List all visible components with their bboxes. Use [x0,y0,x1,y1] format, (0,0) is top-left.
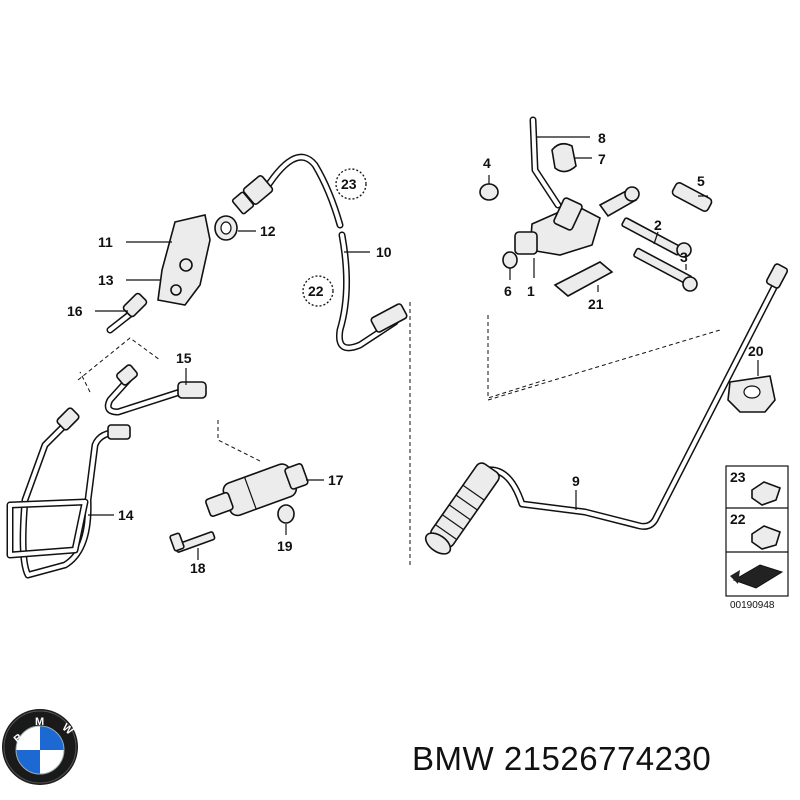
callout-23: 23 [341,176,357,192]
leader-lines [88,136,759,560]
part-number: 21526774230 [503,740,712,777]
callout-17: 17 [328,472,344,488]
master-cylinder-1 [479,116,713,297]
legend-label-22: 22 [730,511,746,527]
logo-letter-m: M [35,716,44,728]
callout-19: 19 [277,538,293,554]
clip-20 [727,375,776,413]
hose-assembly-10 [231,153,408,352]
callout-11: 11 [98,234,113,250]
legend-box: 23 22 [725,465,789,597]
callout-circle-23 [335,168,367,200]
clip-22-icon [751,525,781,550]
callout-4: 4 [483,155,491,171]
callout-18: 18 [190,560,206,576]
callout-1: 1 [527,283,535,299]
diagram-code: 00190948 [730,600,775,611]
callout-circle-22 [302,275,334,307]
callout-12: 12 [260,223,276,239]
hose-connector-9 [424,462,500,555]
legend-label-23: 23 [730,469,746,485]
callout-9: 9 [572,473,580,489]
bmw-logo: B M W [2,709,78,785]
part-caption: BMW 21526774230 [412,740,711,778]
callout-13: 13 [98,272,114,288]
callout-22: 22 [308,283,324,299]
callout-14: 14 [118,507,134,523]
dashed-guides [77,302,721,565]
callout-16: 16 [67,303,83,319]
hydraulic-pipe-15 [104,364,207,416]
clip-23-icon [751,481,782,506]
callout-20: 20 [748,343,764,359]
callout-labels: 1 2 3 4 5 6 7 8 9 10 11 12 13 14 15 16 1… [67,130,764,576]
callout-3: 3 [680,249,688,265]
bracket-11-13 [157,214,238,306]
callout-5: 5 [697,173,705,189]
callout-8: 8 [598,130,606,146]
hydraulic-pipe-9 [484,263,789,530]
slave-cylinder-17 [169,463,309,553]
callout-10: 10 [376,244,392,260]
hydraulic-pipe-14 [6,292,148,579]
callout-7: 7 [598,151,606,167]
callout-15: 15 [176,350,192,366]
callout-6: 6 [504,283,512,299]
callout-2: 2 [654,217,662,233]
callout-21: 21 [588,296,604,312]
brand-name: BMW [412,740,495,777]
direction-arrow-icon [732,564,784,589]
